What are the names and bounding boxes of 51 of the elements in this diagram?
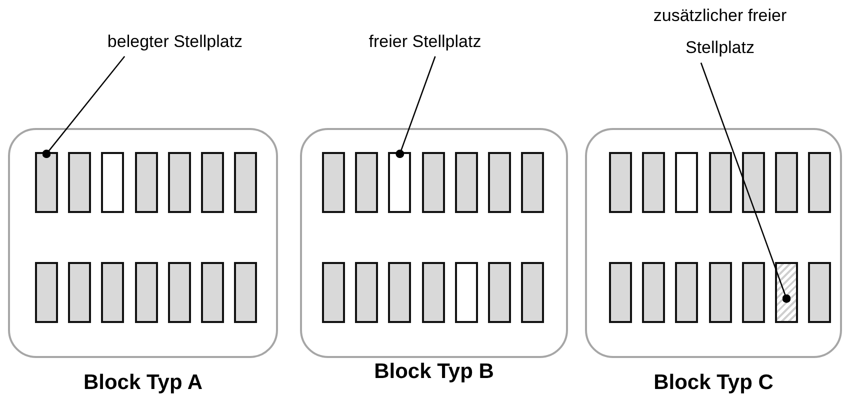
parking-slot: [322, 262, 345, 323]
parking-slot: [742, 262, 765, 323]
parking-slot: [322, 152, 345, 213]
parking-slot: [488, 152, 511, 213]
parking-slot: [422, 262, 445, 323]
parking-slot: [708, 262, 732, 323]
parking-slot: [642, 152, 666, 213]
parking-slot: [742, 152, 765, 213]
parking-slot: [488, 262, 511, 323]
callout-label: belegter Stellplatz: [70, 26, 280, 58]
parking-slot: [234, 152, 258, 213]
parking-slot: [35, 262, 58, 323]
parking-slot: [422, 152, 445, 213]
parking-slot: [808, 152, 832, 213]
parking-slot: [521, 262, 544, 323]
parking-slot: [775, 262, 798, 323]
parking-slot: [168, 152, 191, 213]
parking-slot: [675, 262, 698, 323]
parking-slot: [134, 152, 158, 213]
parking-slot: [775, 152, 798, 213]
callout-label: freier Stellplatz: [340, 26, 510, 58]
leader-line: [396, 56, 436, 158]
leader-line: [42, 56, 126, 158]
parking-slot: [388, 262, 412, 323]
parking-slot: [609, 152, 632, 213]
parking-slot: [134, 262, 158, 323]
parking-slot: [168, 262, 191, 323]
parking-slot: [454, 152, 478, 213]
parking-slot: [68, 152, 92, 213]
block-heading: Block Typ B: [373, 360, 495, 384]
parking-slot: [355, 262, 378, 323]
parking-slot: [708, 152, 732, 213]
parking-slot: [675, 152, 698, 213]
parking-slot: [642, 262, 666, 323]
leader-line: [700, 62, 791, 303]
block-heading: Block Typ A: [82, 371, 204, 395]
callout-label: zusätzlicher freier Stellplatz: [625, 0, 815, 64]
parking-slot: [201, 262, 224, 323]
parking-slot: [521, 152, 544, 213]
parking-slot: [201, 152, 224, 213]
parking-slot: [234, 262, 258, 323]
block-heading: Block Typ C: [652, 371, 774, 395]
parking-slot: [609, 262, 632, 323]
parking-slot: [101, 152, 124, 213]
parking-slot: [68, 262, 92, 323]
parking-slot: [355, 152, 378, 213]
parking-slot: [454, 262, 478, 323]
parking-slot: [388, 152, 412, 213]
parking-slot: [101, 262, 124, 323]
parking-slot: [35, 152, 58, 213]
parking-slot: [808, 262, 832, 323]
